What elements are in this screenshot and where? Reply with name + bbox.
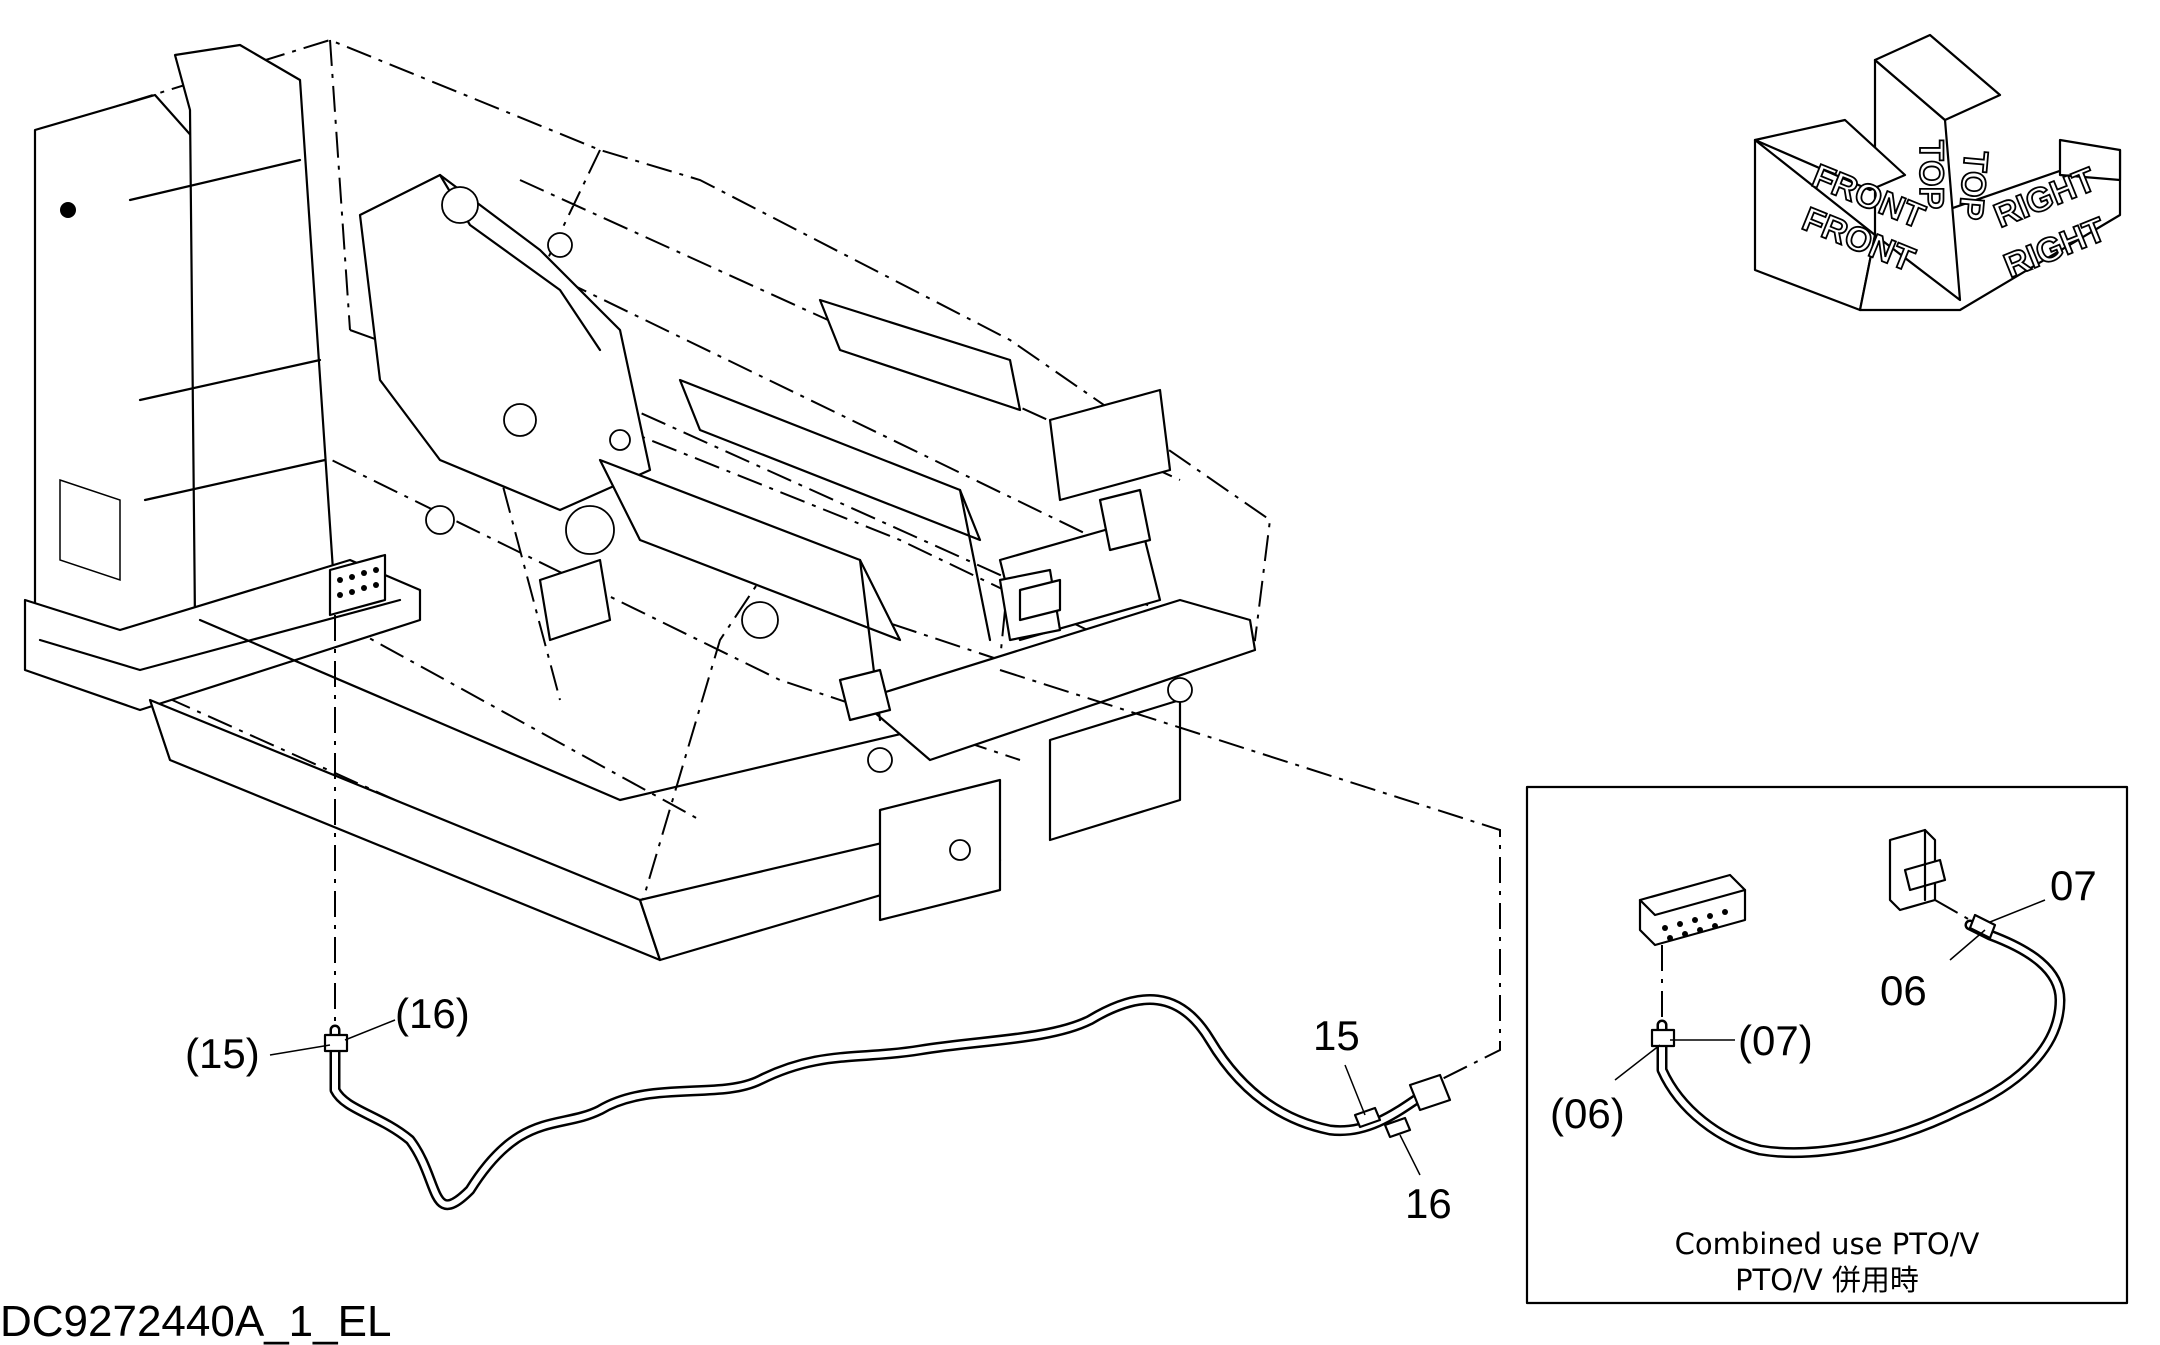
callout-07-inset: 07 <box>2050 862 2097 909</box>
main-frame <box>23 38 1272 962</box>
callout-15: 15 <box>1313 1012 1360 1059</box>
callout-06-inset: 06 <box>1880 967 1927 1014</box>
document-id: DC9272440A_1_EL <box>0 1297 391 1345</box>
callout-06-inset-paren: (06) <box>1550 1090 1625 1137</box>
orientation-indicator: FRONT FRONT TOP TOP RIGHT RIGHT <box>1753 33 2122 312</box>
callout-16: 16 <box>1405 1180 1452 1227</box>
callout-16-paren: (16) <box>395 990 470 1037</box>
callout-15-paren: (15) <box>185 1030 260 1077</box>
top-label: TOP <box>1912 140 1950 209</box>
inset-detail <box>1525 785 2129 1305</box>
callout-07-inset-paren: (07) <box>1738 1017 1813 1064</box>
inset-caption-jp: PTO/V 併用時 <box>1735 1263 1919 1297</box>
inset-frame <box>1525 785 2129 1305</box>
top-label-side: TOP <box>1951 149 1995 221</box>
hose-assembly-main <box>269 615 1501 1211</box>
inset-caption-en: Combined use PTO/V <box>1675 1227 1980 1261</box>
